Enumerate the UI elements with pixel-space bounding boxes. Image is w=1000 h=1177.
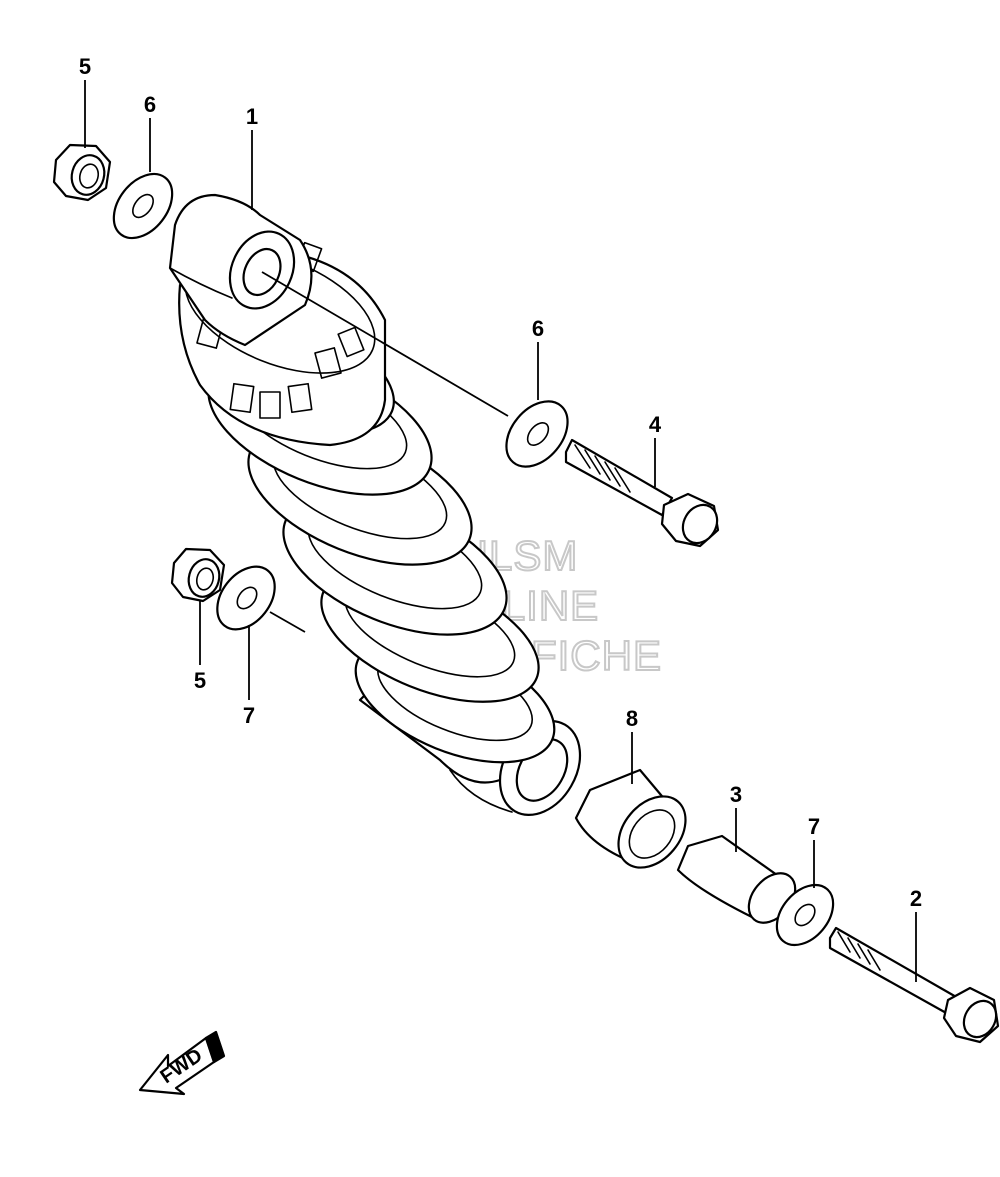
bushing[interactable]	[574, 768, 699, 881]
callout-7-right: 7	[808, 814, 820, 839]
lower-bolt[interactable]	[828, 926, 1000, 1044]
fwd-direction-arrow: FWD	[138, 1030, 226, 1096]
callout-5-mid: 5	[194, 668, 206, 693]
washer-lower-right[interactable]	[766, 874, 845, 956]
nut-top[interactable]	[52, 143, 112, 202]
callout-7-left: 7	[243, 703, 255, 728]
callout-3: 3	[730, 782, 742, 807]
nut-middle[interactable]	[170, 547, 226, 603]
leader-lines	[84, 80, 917, 982]
inner-spacer[interactable]	[676, 834, 805, 932]
callout-8: 8	[626, 706, 638, 731]
lower-eye-edge	[449, 769, 513, 813]
callout-2: 2	[910, 886, 922, 911]
callout-6-top: 6	[144, 92, 156, 117]
washer-upper-right[interactable]	[494, 390, 580, 479]
callout-numbers: 5 6 1 6 4 5 7 8 3 7 2	[79, 54, 922, 911]
callout-4: 4	[649, 412, 662, 437]
upper-bolt[interactable]	[564, 438, 724, 549]
shock-absorber[interactable]	[168, 193, 596, 829]
washer-mid-left[interactable]	[206, 556, 287, 641]
callout-1: 1	[246, 104, 258, 129]
callout-6-right: 6	[532, 316, 544, 341]
washer-top-left[interactable]	[102, 163, 184, 249]
callout-5-top: 5	[79, 54, 91, 79]
